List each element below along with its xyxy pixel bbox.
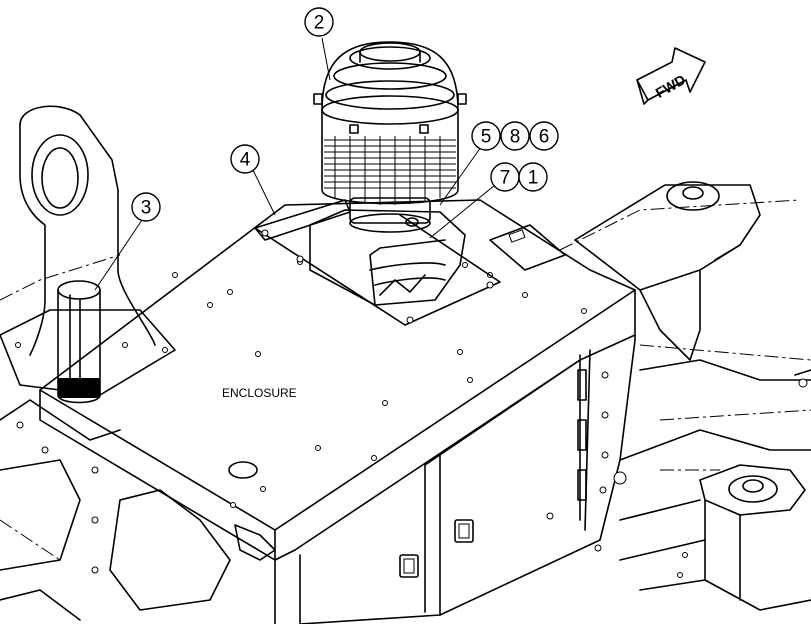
machine-frame bbox=[0, 181, 811, 621]
callout-3: 3 bbox=[131, 192, 161, 222]
callout-4: 4 bbox=[230, 144, 260, 174]
svg-text:8: 8 bbox=[510, 127, 521, 148]
svg-text:4: 4 bbox=[240, 150, 251, 171]
fwd-label: FWD bbox=[653, 71, 689, 101]
svg-text:5: 5 bbox=[481, 127, 492, 148]
callout-8: 8 bbox=[500, 121, 530, 151]
leader-lines bbox=[94, 37, 496, 291]
callout-5: 5 bbox=[471, 121, 501, 151]
callout-1: 1 bbox=[518, 162, 548, 192]
callout-6: 6 bbox=[529, 121, 559, 151]
svg-text:6: 6 bbox=[539, 127, 550, 148]
filter-fins bbox=[324, 136, 456, 205]
air-cleaner bbox=[254, 41, 501, 326]
svg-text:3: 3 bbox=[141, 198, 152, 219]
forward-arrow: FWD bbox=[636, 47, 706, 105]
callout-7: 7 bbox=[490, 162, 520, 192]
enclosure: ENCLOSURE bbox=[16, 199, 636, 624]
enclosure-label: ENCLOSURE bbox=[222, 386, 297, 400]
callout-2: 2 bbox=[304, 7, 334, 37]
svg-text:7: 7 bbox=[500, 168, 511, 189]
exhaust-stack bbox=[0, 105, 176, 404]
svg-text:1: 1 bbox=[528, 168, 539, 189]
svg-text:2: 2 bbox=[314, 13, 325, 34]
